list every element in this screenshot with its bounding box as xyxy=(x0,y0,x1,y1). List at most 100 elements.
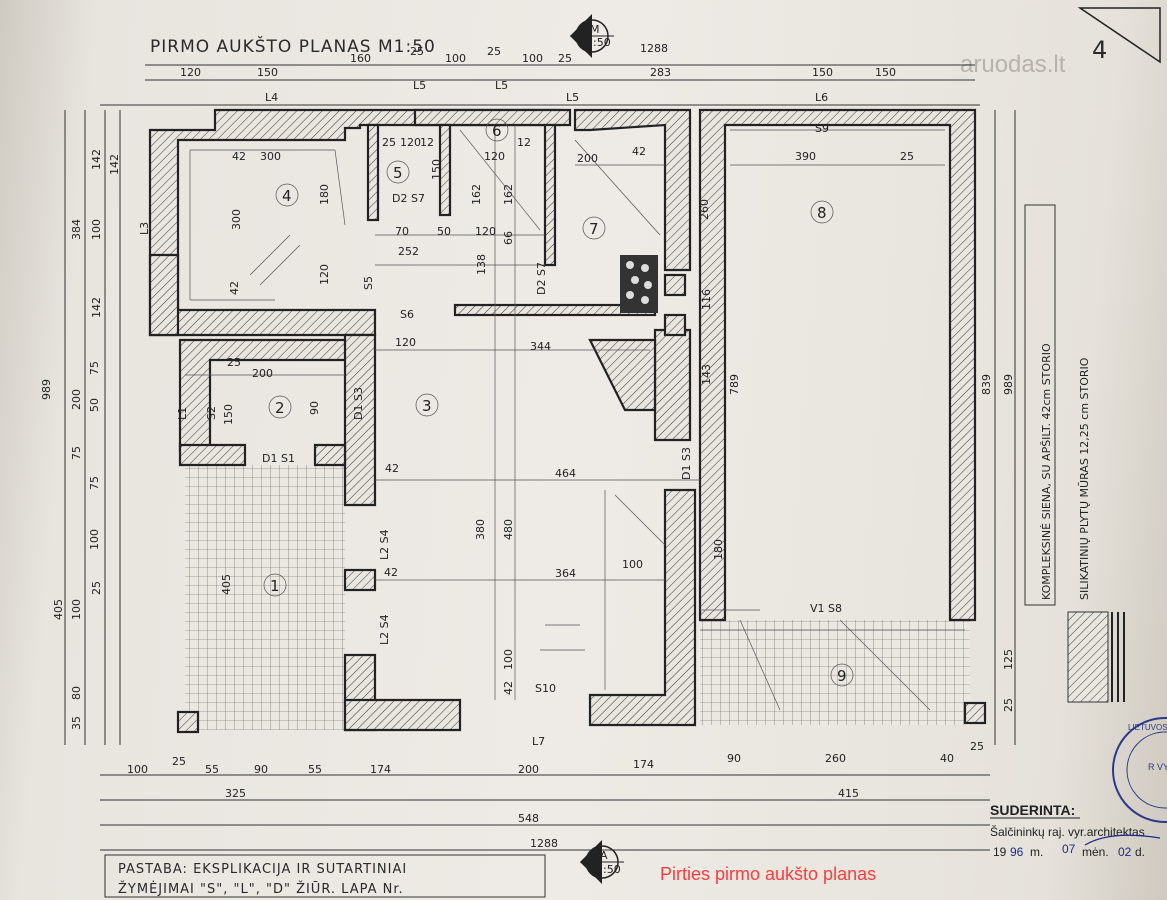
approval-year-prefix: 19 xyxy=(993,845,1007,859)
inner-dim: 344 xyxy=(530,340,551,353)
inner-dim: 120 xyxy=(318,264,331,285)
top-dim: 100 xyxy=(522,52,543,65)
approval-day: 02 xyxy=(1118,845,1132,859)
sheet-number-frame xyxy=(1077,7,1161,64)
tiled-floor-room-9 xyxy=(700,620,970,725)
label-s10: S10 xyxy=(535,682,556,695)
note-line-2: ŽYMĖJIMAI "S", "L", "D" ŽIŪR. LAPA Nr. xyxy=(118,881,404,897)
left-dim: 75 xyxy=(88,476,101,490)
room-number: 6 xyxy=(492,122,502,140)
stove-stones xyxy=(626,261,652,304)
inner-dim: 480 xyxy=(502,519,515,540)
inner-dim: 364 xyxy=(555,567,576,580)
right-dim: 989 xyxy=(1002,374,1015,395)
bottom-dim: 415 xyxy=(838,787,859,800)
section-scale-bottom: 1:50 xyxy=(596,863,621,876)
bottom-dim: 40 xyxy=(940,752,954,765)
note-line-1: PASTABA: EKSPLIKACIJA IR SUTARTINIAI xyxy=(118,862,407,877)
inner-dim: 66 xyxy=(502,231,515,245)
left-dim: 75 xyxy=(70,446,83,460)
inner-dim: 100 xyxy=(622,558,643,571)
inner-dim: 162 xyxy=(502,184,515,205)
right-dim: 839 xyxy=(980,374,993,395)
note-box xyxy=(104,854,546,898)
watermark: aruodas.lt xyxy=(960,51,1066,78)
label-s6: S6 xyxy=(400,308,414,321)
top-dim: 150 xyxy=(812,66,833,79)
label-v1-s8: V1 S8 xyxy=(810,602,842,615)
inner-dim: 12 xyxy=(517,136,531,149)
bottom-dim: 25 xyxy=(172,755,186,768)
approval-year-suffix: m. xyxy=(1030,845,1043,859)
inner-dim: 116 xyxy=(700,289,713,310)
inner-dim: 200 xyxy=(252,367,273,380)
right-dimension-lines xyxy=(994,110,1016,745)
label-l5: L5 xyxy=(413,79,426,92)
inner-dim: 12 xyxy=(420,136,434,149)
room-number: 1 xyxy=(270,577,280,595)
bottom-dim: 174 xyxy=(633,758,654,771)
bottom-dim: 55 xyxy=(205,763,219,776)
legend-note-composite: KOMPLEKSINĖ SIENA, SU APŠILT. 42cm STORI… xyxy=(1040,343,1053,600)
left-dims-outer: 989 405 75 50 142 384 100 142 xyxy=(40,149,103,620)
inner-dim: 180 xyxy=(318,184,331,205)
label-d2-s7: D2 S7 xyxy=(392,192,425,205)
label-s9: S9 xyxy=(815,122,829,135)
left-dims-inner: 142 75 200 75 100 100 80 35 25 xyxy=(70,154,121,730)
right-dim: 25 xyxy=(1002,698,1015,712)
bottom-dim: 200 xyxy=(518,763,539,776)
top-dim: 25 xyxy=(558,52,572,65)
approval-year: 96 xyxy=(1010,845,1024,859)
approval-month: 07 xyxy=(1062,842,1076,856)
approval-header: SUDERINTA: xyxy=(990,802,1075,818)
plan-caption: Pirties pirmo aukšto planas xyxy=(660,864,876,884)
inner-dim: 143 xyxy=(700,364,713,385)
left-dim: 384 xyxy=(70,219,83,240)
label-l5: L5 xyxy=(495,79,508,92)
bottom-dim-total: 1288 xyxy=(530,837,558,850)
top-dim: 25 xyxy=(410,45,424,58)
left-dim: 80 xyxy=(70,686,83,700)
room-number: 4 xyxy=(282,187,292,205)
approval-stamp: LIETUVOS R VYR ARC xyxy=(1112,717,1167,823)
signature xyxy=(1084,834,1161,846)
element-labels: L4 L5 L5 L5 L6 S9 L3 L1 S5 S6 D1 S3 D1 S… xyxy=(138,79,842,748)
inner-dim: 70 xyxy=(395,225,409,238)
legend-frame xyxy=(1024,204,1056,606)
label-d2-s7: D2 S7 xyxy=(535,262,548,295)
bottom-dim: 100 xyxy=(127,763,148,776)
inner-dim: 260 xyxy=(698,199,711,220)
top-dimension-lines xyxy=(100,64,980,106)
left-dim: 405 xyxy=(52,599,65,620)
stamp-text: LIETUVOS xyxy=(1128,723,1167,732)
top-dims-row2: 283 150 150 xyxy=(650,66,896,79)
approval-day-suffix: d. xyxy=(1135,845,1145,859)
inner-dim: 138 xyxy=(475,254,488,275)
room-numbers: 1 2 3 4 5 6 7 8 9 xyxy=(263,118,854,687)
label-l6: L6 xyxy=(815,91,828,104)
room-number: 3 xyxy=(422,397,432,415)
inner-dim: 100 xyxy=(502,649,515,670)
inner-dim: 150 xyxy=(222,404,235,425)
bottom-dim: 90 xyxy=(254,763,268,776)
label-l4: L4 xyxy=(265,91,278,104)
legend-lines-sample xyxy=(1111,612,1125,702)
bottom-dim: 548 xyxy=(518,812,539,825)
section-letter-top: M xyxy=(590,23,600,36)
inner-dim: 25 xyxy=(900,150,914,163)
left-dim: 142 xyxy=(108,154,121,175)
inner-dim: 150 xyxy=(430,159,443,180)
inner-dim: 120 xyxy=(484,150,505,163)
stamp-letters: R VYR ARC xyxy=(1148,762,1167,772)
inner-dimensions: 300 42 180 300 120 42 25 120 12 150 120 … xyxy=(220,136,914,695)
top-dim: 100 xyxy=(445,52,466,65)
bottom-dim: 55 xyxy=(308,763,322,776)
top-dim-total: 1288 xyxy=(640,42,668,55)
inner-dim: 464 xyxy=(555,467,576,480)
bottom-dim: 325 xyxy=(225,787,246,800)
inner-dim: 252 xyxy=(398,245,419,258)
label-l7: L7 xyxy=(532,735,545,748)
left-dim: 200 xyxy=(70,389,83,410)
inner-dim: 42 xyxy=(502,681,515,695)
